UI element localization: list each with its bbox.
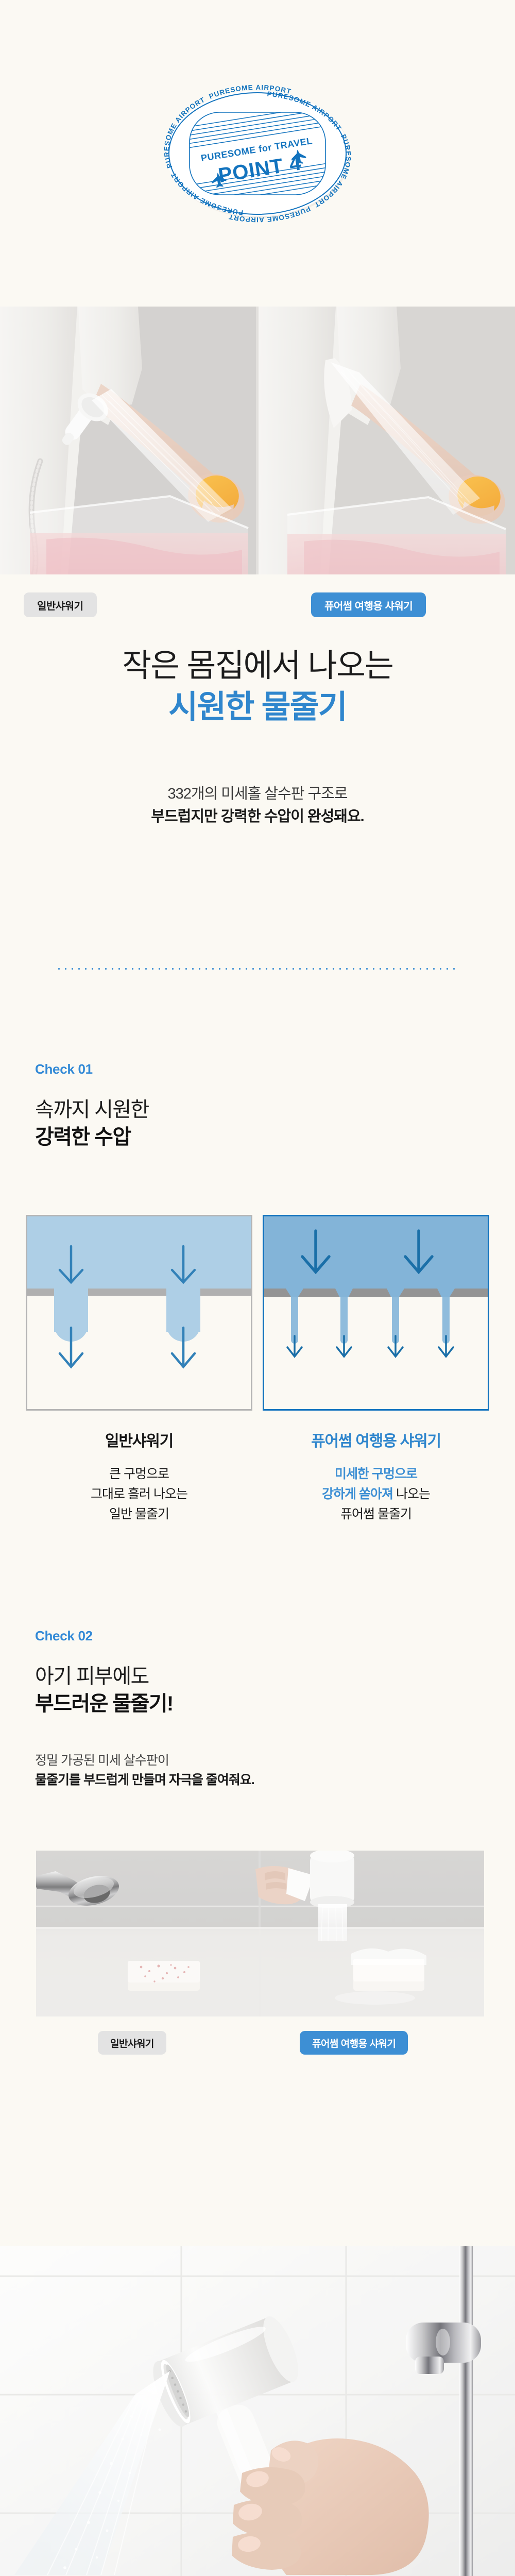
comparison-badge-row-top: 일반샤워기 퓨어썸 여행용 샤워기: [0, 592, 515, 623]
check-02-desc-line-1: 정밀 가공된 미세 살수판이: [35, 1753, 169, 1768]
caption-left-line-2: 그대로 흘러 나오는: [91, 1487, 188, 1501]
soap-test-comparison-photo: [36, 1851, 484, 2016]
caption-right-line-2-highlight: 강하게 쏟아져: [322, 1487, 393, 1501]
badge-puresome-shower-bottom[interactable]: 퓨어썸 여행용 샤워기: [300, 2031, 408, 2055]
caption-left-body: 큰 구멍으로 그대로 흘러 나오는 일반 물줄기: [26, 1464, 252, 1524]
headline-line-2: 시원한 물줄기: [168, 689, 347, 725]
puresome-airport-stamp-icon: PURESOME AIRPORT PURESOME AIRPORT PURESO…: [163, 83, 352, 223]
airplane-icon: [291, 149, 306, 165]
diagram-normal-shower: [26, 1215, 252, 1411]
waterflow-diagram-group: [26, 1215, 489, 1411]
badge-puresome-shower[interactable]: 퓨어썸 여행용 샤워기: [311, 592, 426, 617]
check-01-title: 속까지 시원한 강력한 수압: [35, 1096, 149, 1151]
check-02-desc-line-2: 물줄기를 부드럽게 만들며 자극을 줄여줘요.: [35, 1773, 255, 1787]
caption-puresome-shower: 퓨어썸 여행용 샤워기 미세한 구멍으로 강하게 쏟아져 나오는 퓨어썸 물줄기: [263, 1428, 489, 1524]
badge-normal-shower[interactable]: 일반샤워기: [24, 592, 97, 617]
check-01-title-line-1: 속까지 시원한: [35, 1098, 149, 1121]
stamp-badge-section: PURESOME AIRPORT PURESOME AIRPORT PURESO…: [0, 0, 515, 307]
caption-right-line-2-rest: 나오는: [393, 1487, 431, 1501]
diagram-puresome-shower: [263, 1215, 489, 1411]
caption-right-line-1: 미세한 구멍으로: [335, 1467, 418, 1481]
flow-arrow-down-icon: [58, 1326, 196, 1369]
check-01-label: Check 01: [35, 1061, 93, 1077]
comparison-badge-row-bottom: 일반샤워기 퓨어썸 여행용 샤워기: [0, 2031, 515, 2059]
caption-right-body: 미세한 구멍으로 강하게 쏟아져 나오는 퓨어썸 물줄기: [263, 1464, 489, 1524]
headline-line-1: 작은 몸집에서 나오는: [122, 648, 394, 684]
subheadline-line-2: 부드럽지만 강력한 수압이 완성돼요.: [151, 808, 364, 825]
flow-arrow-down-icon: [301, 1229, 434, 1275]
dotted-divider: [56, 968, 459, 970]
badge-normal-shower-bottom[interactable]: 일반샤워기: [98, 2031, 166, 2055]
main-headline: 작은 몸집에서 나오는 시원한 물줄기: [0, 647, 515, 726]
caption-right-line-3: 퓨어썸 물줄기: [340, 1507, 412, 1521]
caption-left-line-3: 일반 물줄기: [109, 1507, 169, 1521]
main-subheadline: 332개의 미세홀 살수판 구조로 부드럽지만 강력한 수압이 완성돼요.: [0, 783, 515, 828]
check-02-title-line-2: 부드러운 물줄기!: [35, 1692, 174, 1715]
check-01-title-line-2: 강력한 수압: [35, 1125, 131, 1148]
check-02-label: Check 02: [35, 1628, 93, 1643]
caption-left-title: 일반샤워기: [105, 1433, 174, 1450]
flow-arrow-down-icon: [286, 1335, 454, 1358]
product-in-use-photo: [0, 2231, 515, 2576]
check-02-title-line-1: 아기 피부에도: [35, 1665, 149, 1688]
airplane-icon: [212, 172, 227, 188]
subheadline-line-1: 332개의 미세홀 살수판 구조로: [167, 786, 348, 802]
caption-right-title: 퓨어썸 여행용 샤워기: [311, 1433, 441, 1450]
caption-left-line-1: 큰 구멍으로: [109, 1467, 169, 1481]
speed-lines-decoration: [190, 112, 325, 195]
check-02-description: 정밀 가공된 미세 살수판이 물줄기를 부드럽게 만들며 자극을 줄여줘요.: [35, 1751, 255, 1790]
caption-right-line-2: 강하게 쏟아져 나오는: [263, 1484, 489, 1504]
caption-normal-shower: 일반샤워기 큰 구멍으로 그대로 흘러 나오는 일반 물줄기: [26, 1428, 252, 1524]
hero-comparison-photo: [0, 307, 515, 574]
flow-arrow-down-icon: [58, 1245, 196, 1284]
check-02-title: 아기 피부에도 부드러운 물줄기!: [35, 1663, 174, 1718]
